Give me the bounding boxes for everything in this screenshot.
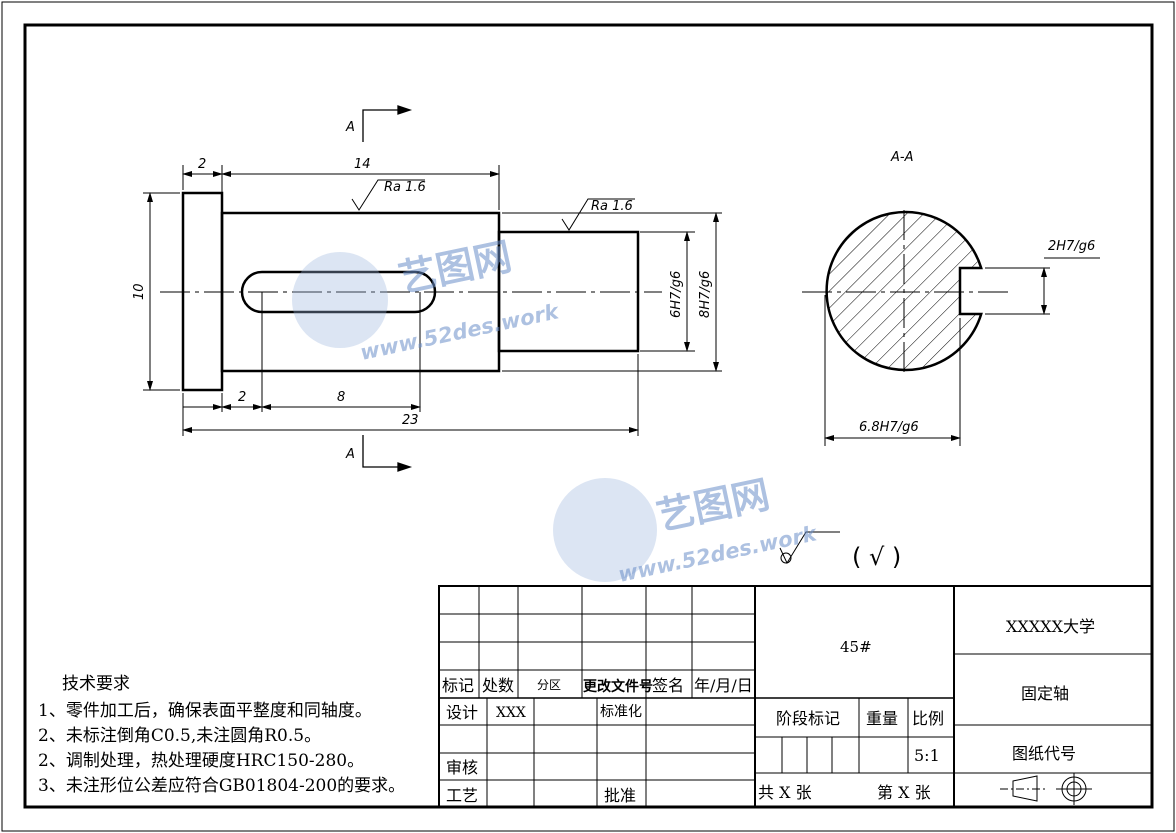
dim-10: 10 <box>132 283 147 300</box>
section-view <box>802 210 1008 372</box>
dim-6.8h7: 6.8H7/g6 <box>859 420 919 435</box>
shaft-front-view <box>160 191 662 392</box>
note-item-3: 2、调制处理，热处理硬度HRC150-280。 <box>38 751 364 771</box>
roughness-label-1: Ra 1.6 <box>384 180 426 195</box>
note-item-1: 1、零件加工后，确保表面平整度和同轴度。 <box>38 701 372 721</box>
section-marker-bottom <box>362 435 413 472</box>
tb-material: 45# <box>840 638 872 656</box>
roughness-symbol-2 <box>561 198 635 231</box>
watermark-1: 艺图网 www.52des.work <box>292 234 563 365</box>
general-roughness-symbol <box>779 531 840 565</box>
tb-drawing-code: 图纸代号 <box>1012 744 1076 763</box>
svg-text:艺图网: 艺图网 <box>395 234 516 301</box>
roughness-label-2: Ra 1.6 <box>591 199 633 214</box>
dimension-lines <box>143 165 722 436</box>
svg-text:www.52des.work: www.52des.work <box>358 299 563 365</box>
watermark-2: 艺图网 www.52des.work <box>553 472 821 587</box>
tb-approve-label: 批准 <box>604 786 636 805</box>
dim-23: 23 <box>402 413 419 428</box>
tb-header-zone: 分区 <box>537 678 561 692</box>
tb-scale-label: 比例 <box>912 709 944 728</box>
note-item-2: 2、未标注倒角C0.5,未注圆角R0.5。 <box>38 726 321 746</box>
tb-process-label: 工艺 <box>446 786 478 805</box>
tb-designer: XXX <box>496 705 526 721</box>
dim-2-bottom: 2 <box>238 390 246 405</box>
tb-standard-label: 标准化 <box>600 704 642 720</box>
dim-6h7: 6H7/g6 <box>669 271 684 318</box>
dim-8h7: 8H7/g6 <box>698 271 713 318</box>
tb-header-mark: 标记 <box>442 676 474 695</box>
tb-header-sign: 签名 <box>652 676 684 695</box>
section-marker-top <box>362 105 413 142</box>
svg-text:艺图网: 艺图网 <box>653 472 774 539</box>
dim-2-top: 2 <box>198 157 206 172</box>
tb-university: XXXXX大学 <box>1006 617 1095 636</box>
section-dimensions <box>824 257 1100 446</box>
section-label-top: A <box>345 120 355 135</box>
tb-weight-label: 重量 <box>866 709 898 728</box>
roughness-symbol-1 <box>351 179 425 211</box>
section-title: A-A <box>890 150 913 165</box>
tb-stage-label: 阶段标记 <box>776 709 840 728</box>
tb-part-name: 固定轴 <box>1021 684 1069 703</box>
general-roughness-label: ( √ ) <box>852 543 901 571</box>
notes-title: 技术要求 <box>62 674 130 694</box>
section-label-bottom: A <box>345 447 355 462</box>
title-block <box>438 585 1153 808</box>
tb-review-label: 审核 <box>446 758 478 777</box>
tb-header-date: 年/月/日 <box>694 676 753 695</box>
tb-header-count: 处数 <box>482 676 514 695</box>
dim-8: 8 <box>337 390 345 405</box>
tb-scale-value: 5:1 <box>914 746 940 765</box>
dim-14: 14 <box>354 157 371 172</box>
tb-header-change-doc: 更改文件号 <box>583 678 653 695</box>
tb-design-label: 设计 <box>446 703 478 722</box>
tb-total-sheets: 共 X 张 <box>758 783 812 802</box>
projection-symbol-icon <box>1000 773 1092 805</box>
dim-2h7: 2H7/g6 <box>1048 239 1095 254</box>
tb-sheet-no: 第 X 张 <box>877 783 931 802</box>
note-item-4: 3、未注形位公差应符合GB01804-200的要求。 <box>38 776 405 796</box>
